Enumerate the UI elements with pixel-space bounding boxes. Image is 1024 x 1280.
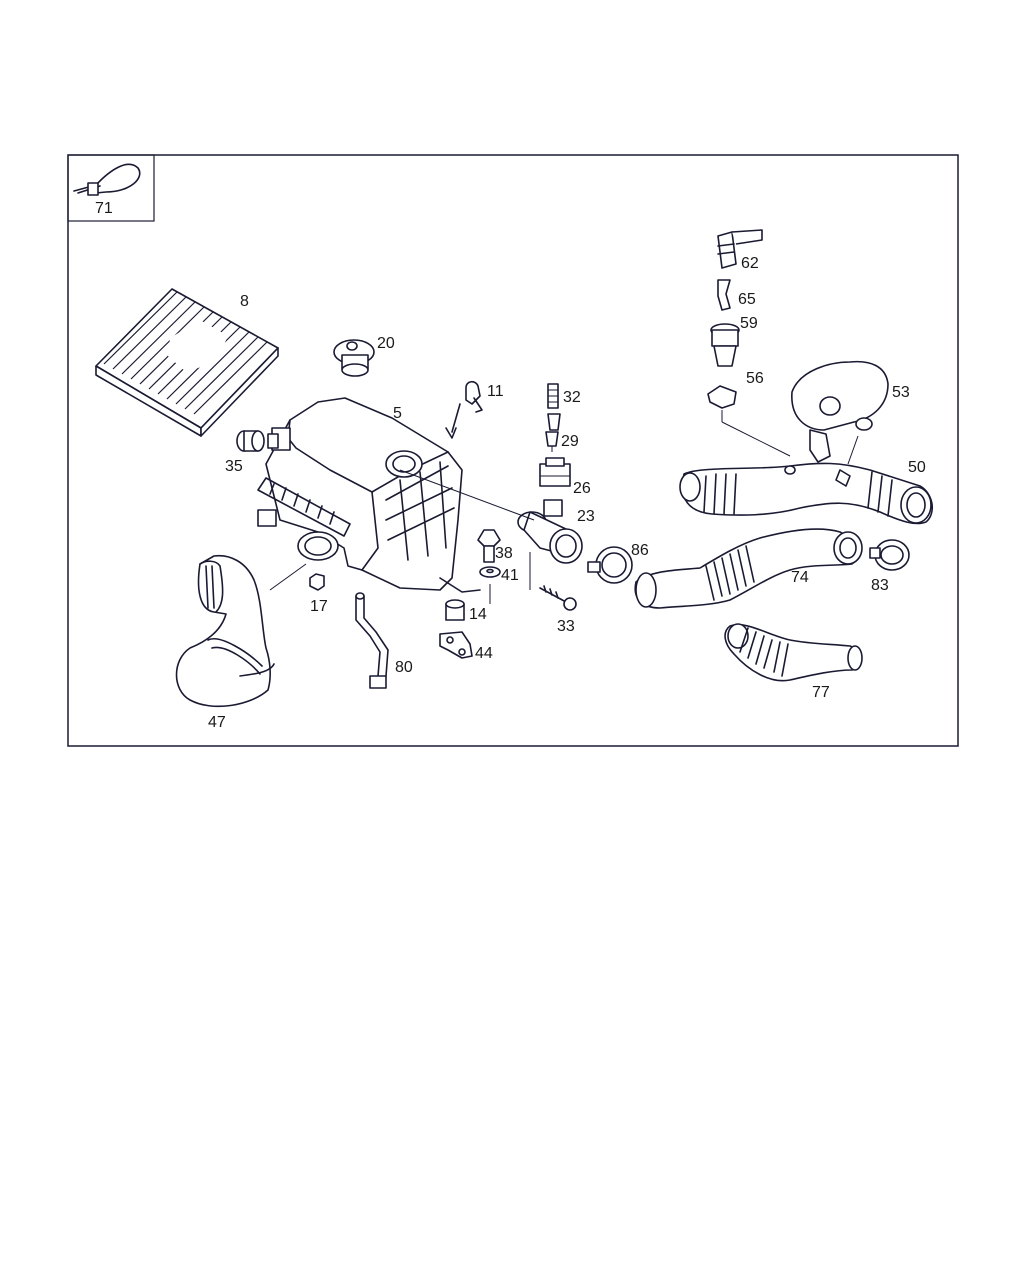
rubber-mount-14 (445, 599, 465, 621)
label-80: 80 (395, 659, 413, 676)
connector-housing-26 (539, 457, 571, 487)
label-14: 14 (469, 606, 487, 623)
label-86: 86 (631, 542, 649, 559)
hose-80 (355, 592, 389, 689)
label-32: 32 (563, 389, 581, 406)
label-59: 59 (740, 315, 758, 332)
label-53: 53 (892, 384, 910, 401)
connector-62 (717, 229, 763, 269)
clip-11 (465, 380, 483, 413)
label-44: 44 (475, 645, 493, 662)
contact-65 (717, 279, 731, 311)
cable-tie-71 (73, 163, 141, 196)
air-filter-housing-5 (257, 397, 481, 593)
label-83: 83 (871, 577, 889, 594)
label-71: 71 (95, 200, 113, 217)
grommet-35 (236, 430, 279, 452)
label-74: 74 (791, 569, 809, 586)
label-41: 41 (501, 567, 519, 584)
air-filter-element-8 (95, 288, 279, 437)
label-11: 11 (487, 383, 504, 400)
connector-29 (545, 413, 561, 452)
bracket-44 (439, 631, 473, 659)
sensor-59 (710, 323, 740, 367)
label-65: 65 (738, 291, 756, 308)
check-valve-20 (333, 339, 375, 377)
plug-32 (547, 383, 559, 409)
label-17: 17 (310, 598, 328, 615)
label-56: 56 (746, 370, 764, 387)
intake-pipe-50 (679, 462, 933, 525)
label-77: 77 (812, 684, 830, 701)
resonator-53 (791, 360, 889, 463)
seal-56 (707, 385, 737, 409)
label-20: 20 (377, 335, 395, 352)
label-38: 38 (495, 545, 513, 562)
intake-duct-47 (175, 554, 275, 708)
label-35: 35 (225, 458, 243, 475)
bolt-38 (477, 529, 501, 563)
washer-41 (479, 566, 501, 578)
label-50: 50 (908, 459, 926, 476)
label-33: 33 (557, 618, 575, 635)
air-mass-sensor-23 (517, 499, 583, 564)
inset-box-71 (67, 154, 155, 222)
diagram-frame (67, 154, 959, 747)
nut-17 (309, 573, 325, 591)
label-8: 8 (240, 293, 249, 310)
hose-clamp-86 (587, 546, 633, 584)
label-62: 62 (741, 255, 759, 272)
label-26: 26 (573, 480, 591, 497)
hose-clamp-83 (869, 539, 910, 571)
label-29: 29 (561, 433, 579, 450)
hose-74 (634, 528, 863, 609)
screw-33 (539, 585, 577, 611)
label-47: 47 (208, 714, 226, 731)
label-23: 23 (577, 508, 595, 525)
hose-77 (724, 623, 863, 682)
label-5: 5 (393, 405, 402, 422)
